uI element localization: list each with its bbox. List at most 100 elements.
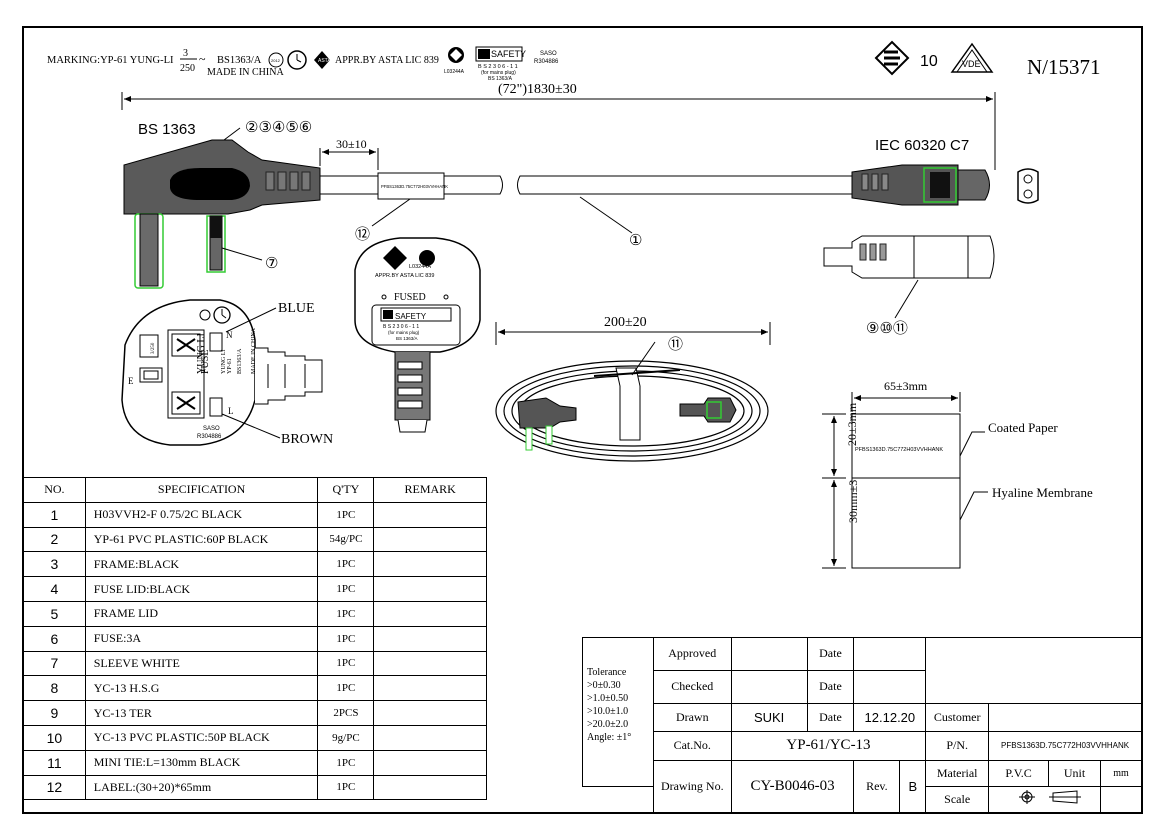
bom-remark [373, 551, 487, 578]
bom-no: 9 [23, 700, 86, 726]
vde-text: VDE [962, 59, 981, 69]
blue-label: BLUE [278, 301, 315, 316]
bom-qty: 1PC [317, 576, 375, 602]
scale-label: Scale [925, 785, 990, 814]
tilde: ~ [199, 52, 206, 66]
coil-dim: 200±20 [604, 315, 647, 330]
rev-value: B [899, 759, 927, 813]
connector-c7: IEC 60320 C7 [851, 137, 1039, 206]
bom-no: 12 [23, 774, 86, 801]
fraction-den: 250 [180, 63, 195, 74]
bom-remark [373, 724, 487, 751]
label-h2: 30mm±3 [846, 480, 860, 523]
tolerance-1: >0±0.30 [587, 680, 621, 691]
safety-std: BS 1363/A [488, 76, 513, 82]
approval-text: APPR.BY ASTA LIC 839 [335, 55, 439, 66]
fused-text: FUSED [394, 292, 426, 303]
bom-no: 6 [23, 625, 86, 652]
callout-11: ⑪ [668, 336, 683, 353]
checked-date-label: Date [806, 669, 855, 704]
callout-7: ⑦ [265, 256, 278, 272]
bom-spec: YC-13 PVC PLASTIC:50P BLACK [84, 724, 319, 751]
tolerance-angle: Angle: ±1° [587, 732, 632, 743]
bottom-fuse-text-2: FUSE [200, 350, 211, 374]
approved-date-label: Date [806, 637, 855, 671]
bom-remark [373, 576, 487, 602]
col-qty-header: Q'TY [317, 477, 375, 503]
earth-label: E [128, 376, 134, 386]
enec-number: 10 [920, 53, 938, 70]
drawn-date: 12.12.20 [853, 702, 927, 733]
pn-value: PFBS1363D.75C772H03VVHHANK [988, 731, 1142, 761]
plug-bottom-view: 3/250 E YUNG LI FUSE N L YUNG LI YP-61 B… [121, 299, 333, 447]
bom-remark [373, 675, 487, 702]
approved-value [730, 637, 808, 671]
bom-remark [373, 774, 487, 801]
clock-icon [287, 50, 307, 70]
drawn-by: SUKI [730, 702, 808, 733]
bom-no: 3 [23, 551, 86, 578]
vde-mark-icon: VDE [950, 42, 994, 73]
callout-9-11: ⑨⑩⑪ [866, 320, 908, 337]
svg-text:BS1363/A: BS1363/A [237, 348, 243, 374]
plug-callout: ②③④⑤⑥ [245, 120, 312, 136]
bom-qty: 1PC [317, 650, 375, 677]
checked-date-value [853, 669, 927, 704]
cord-and-sleeve: 30±10 PFBS1363D.75C772H03VVHHANK ⑫ ① [319, 137, 853, 249]
projection-symbol [988, 785, 1101, 814]
callout-1: ① [629, 233, 642, 249]
drawn-date-label: Date [806, 702, 855, 733]
rev-label: Rev. [853, 759, 901, 813]
bottom-saso-no: R304886 [197, 434, 222, 440]
label-h1: 20±3mm [845, 402, 859, 446]
tolerance-2: >1.0±0.50 [587, 693, 629, 704]
col-no-header: NO. [23, 477, 86, 503]
svg-text:ASTA: ASTA [318, 58, 331, 64]
bom-spec: FUSE LID:BLACK [84, 576, 319, 602]
svg-text:BS 1363/A: BS 1363/A [396, 336, 418, 341]
bom-spec: SLEEVE WHITE [84, 650, 319, 677]
svg-text:YUNG LI: YUNG LI [221, 350, 227, 375]
plug-front-view: L03244A APPR.BY ASTA LIC 839 FUSED SAFET… [354, 237, 481, 433]
bom-spec: YC-13 H.S.G [84, 675, 319, 702]
bom-spec: YC-13 TER [84, 700, 319, 726]
bom-remark [373, 700, 487, 726]
unit-value: mm [1099, 759, 1143, 787]
svg-text:YP-61: YP-61 [227, 358, 233, 374]
header-marking: MARKING:YP-61 YUNG-LI 3 250 ~ BS1363/A M… [47, 46, 559, 82]
plug-side-view: BS 1363 ②③④⑤⑥ ⑦ [123, 120, 321, 289]
safety-for: (for mains plug) [481, 70, 516, 76]
bom-remark [373, 600, 487, 627]
front-appr: APPR.BY ASTA LIC 839 [375, 273, 434, 279]
bom-remark [373, 526, 487, 553]
bom-no: 10 [23, 724, 86, 751]
bottom-saso: SASO [203, 426, 220, 432]
tolerance-cell: Tolerance >0±0.30 >1.0±0.50 >10.0±1.0 >2… [582, 637, 654, 787]
bom-no: 1 [23, 501, 86, 528]
label-spec: 65±3mm PFBS1363D.75C772H03VVHHANK 20±3mm… [822, 379, 1093, 569]
coated-paper-label: Coated Paper [988, 420, 1058, 435]
bom-remark [373, 625, 487, 652]
label-width: 65±3mm [884, 379, 928, 393]
label-text: PFBS1363D.75C772H03VVHHANK [855, 447, 943, 453]
hyaline-label: Hyaline Membrane [992, 485, 1093, 500]
certificate-number: N/15371 [1027, 55, 1101, 79]
drawn-label: Drawn [652, 702, 732, 733]
bom-spec: LABEL:(30+20)*65mm [84, 774, 319, 801]
bom-qty: 54g/PC [317, 526, 375, 553]
svg-text:SAFETY: SAFETY [395, 312, 427, 321]
bom-qty: 1PC [317, 774, 375, 801]
tolerance-3: >10.0±1.0 [587, 706, 629, 717]
bom-header-row: NO. SPECIFICATION Q'TY REMARK [23, 477, 487, 503]
coiled-cord: 200±20 ⑪ [495, 315, 771, 462]
cord-label-text: PFBS1363D.75C772H03VVHHANK [381, 184, 448, 189]
third-angle-projection-icon [1018, 790, 1081, 805]
fraction-num: 3 [183, 48, 188, 59]
